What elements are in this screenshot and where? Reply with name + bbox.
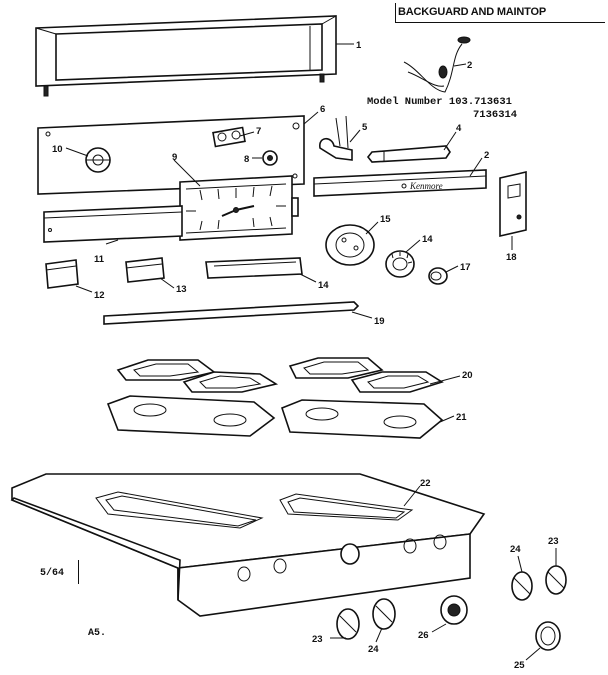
- callout-18: 18: [506, 252, 517, 263]
- part-9-clock: [179, 175, 299, 241]
- part-4-tube: [366, 145, 451, 163]
- callout-24-right: 24: [510, 544, 521, 555]
- callout-10: 10: [52, 144, 63, 155]
- part-5-electrode: [319, 115, 353, 161]
- callout-6: 6: [320, 104, 325, 115]
- part-11-trim-strip: [43, 205, 183, 243]
- callout-leaders: [65, 43, 557, 661]
- model-number: Model Number 103.713631 7136314: [367, 96, 517, 122]
- callout-1: 1: [356, 40, 362, 51]
- part-2-wire-lead: [403, 36, 471, 93]
- callout-7: 7: [256, 126, 261, 137]
- brand-plate-text: Kenmore: [409, 181, 443, 191]
- burner-knobs: [336, 565, 567, 651]
- callout-19: 19: [374, 316, 385, 327]
- part-15-dial-plate: [325, 224, 375, 266]
- callout-13: 13: [176, 284, 187, 295]
- callout-21: 21: [456, 412, 467, 423]
- callout-22: 22: [420, 478, 431, 489]
- header-divider: [395, 3, 396, 23]
- part-19-rod: [103, 301, 360, 325]
- callout-3: 2: [484, 150, 489, 161]
- part-7-valve: [212, 126, 246, 148]
- date-note: 5/64: [40, 568, 65, 579]
- date-note-mark: [78, 560, 79, 584]
- page-note: A5.: [88, 628, 107, 639]
- callout-23-right: 23: [548, 536, 559, 547]
- model-number-line-2: 7136314: [473, 109, 518, 121]
- callout-25: 25: [514, 660, 525, 671]
- diagram-title: BACKGUARD AND MAINTOP: [398, 6, 546, 18]
- part-8-grommet: [262, 150, 278, 166]
- part-10-clock-motor: [85, 147, 111, 173]
- callout-17: 17: [460, 262, 471, 273]
- callout-8: 8: [244, 154, 249, 165]
- callout-14: 14: [422, 234, 433, 245]
- part-14-channel: [205, 257, 303, 279]
- callout-12: 12: [94, 290, 105, 301]
- part-3-brand-plate: Kenmore: [313, 169, 487, 197]
- part-20-burner-grates: [116, 357, 444, 393]
- callout-14b: 14: [318, 280, 329, 291]
- callout-20: 20: [462, 370, 473, 381]
- callout-11: 11: [94, 254, 105, 265]
- callout-26: 26: [418, 630, 429, 641]
- part-12-clip: [45, 259, 79, 289]
- part-18-side-cap: [499, 170, 527, 238]
- callout-9: 9: [172, 152, 177, 163]
- part-13-bracket: [125, 257, 165, 283]
- callout-23-left: 23: [312, 634, 323, 645]
- part-22-maintop: [10, 473, 486, 617]
- part-16-dial-knob: [385, 250, 415, 278]
- callout-4: 4: [456, 123, 462, 134]
- callout-24-left: 24: [368, 644, 379, 655]
- part-21-burner-trays: [106, 395, 444, 439]
- callout-15: 15: [380, 214, 391, 225]
- model-number-line-1: Model Number 103.713631: [367, 96, 512, 108]
- header-underline: [395, 22, 605, 23]
- callout-2: 2: [467, 60, 472, 71]
- callout-5: 5: [362, 122, 368, 133]
- part-1-backguard-shelf: [35, 15, 337, 97]
- part-17-knob: [428, 267, 448, 285]
